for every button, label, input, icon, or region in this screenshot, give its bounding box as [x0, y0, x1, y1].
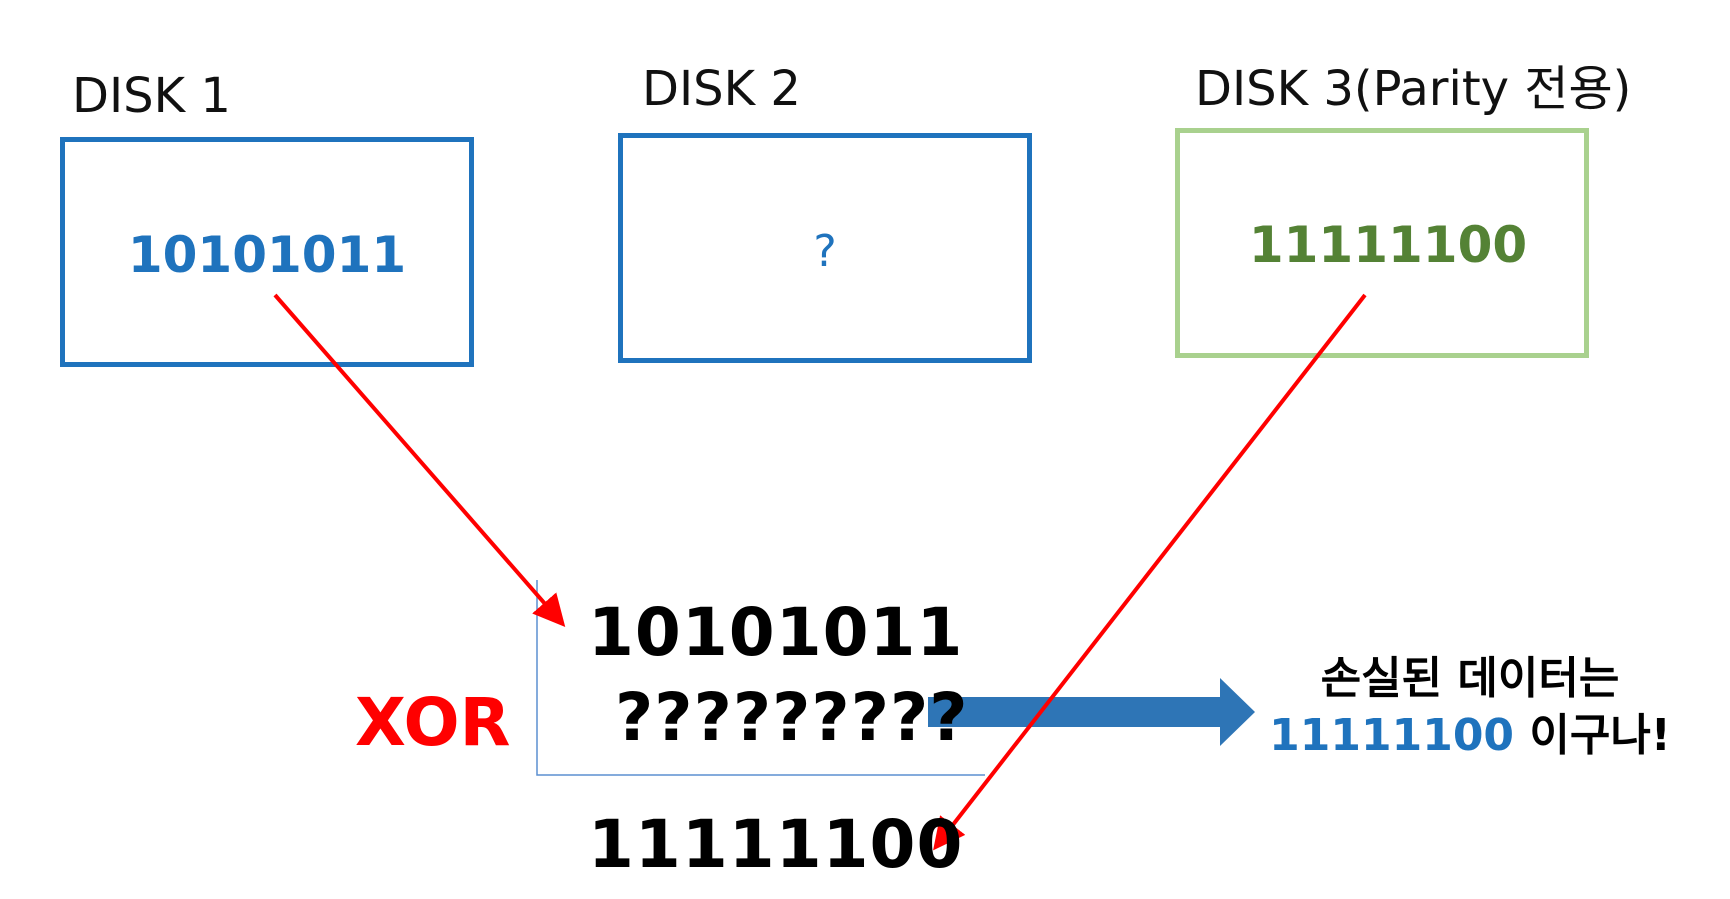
- disk-1-title: DISK 1: [72, 68, 231, 124]
- disk-3-value: 11111100: [1248, 216, 1528, 274]
- disk-3-title: DISK 3(Parity 전용): [1195, 61, 1632, 117]
- disk-1-box: [60, 137, 474, 367]
- conclusion-text: 손실된 데이터는 11111100 이구나!: [1240, 650, 1700, 764]
- recovered-value: 11111100: [1269, 710, 1515, 762]
- conclusion-line-2: 11111100 이구나!: [1240, 707, 1700, 764]
- conclusion-line-1: 손실된 데이터는: [1320, 653, 1620, 704]
- disk-1-value: 10101011: [127, 226, 407, 284]
- xor-bracket: [536, 580, 985, 776]
- conclusion-suffix: 이구나!: [1514, 710, 1671, 762]
- operand-2-unknown: ?????????: [615, 679, 969, 756]
- disk-2-box: [618, 133, 1032, 363]
- disk-2-value: ?: [813, 226, 837, 277]
- arrow-parity-to-result: [933, 293, 1367, 851]
- arrow-disk1-to-operand: [273, 293, 566, 628]
- disk-3-parity-box: [1175, 128, 1589, 358]
- operand-1: 10101011: [588, 594, 964, 671]
- xor-result: 11111100: [588, 806, 964, 883]
- disk-2-title: DISK 2: [642, 61, 801, 117]
- xor-label: XOR: [355, 684, 511, 761]
- result-arrow: [928, 678, 1255, 746]
